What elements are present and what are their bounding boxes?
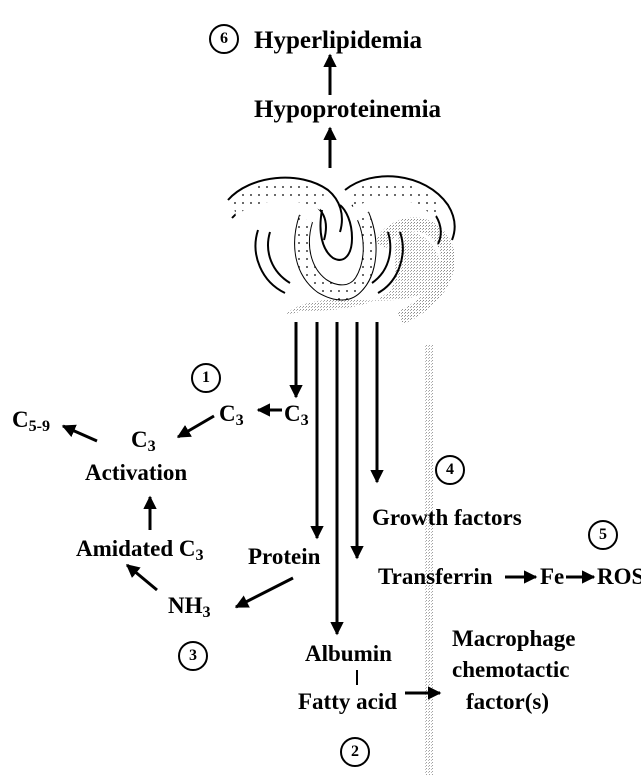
label-ros: ROS [597,565,641,588]
label-nh3: NH3 [168,594,211,617]
marker-6: 6 [209,24,239,54]
label-albumin: Albumin [305,642,392,665]
label-c3-activation-top: C3 [131,428,156,451]
label-amidated-c3: Amidated C3 [76,537,204,560]
label-transferrin: Transferrin [378,565,493,588]
label-fatty-acid: Fatty acid [298,690,397,713]
label-protein: Protein [248,545,320,568]
marker-4: 4 [435,455,465,485]
glomerulus-illustration [228,176,455,318]
arrow-nh3-to-amidated [127,565,157,590]
marker-5: 5 [588,520,618,550]
arrow-protein-to-nh3 [236,578,293,607]
marker-1: 1 [191,363,221,393]
label-chemotactic: chemotactic [452,658,570,681]
label-macrophage: Macrophage [452,627,576,650]
label-activation: Activation [85,461,187,484]
stippled-boundary [424,345,434,775]
label-hypoproteinemia: Hypoproteinemia [254,97,441,122]
label-c3-middle: C3 [219,402,244,425]
label-factors: factor(s) [466,690,549,713]
arrow-to-c59 [63,426,97,441]
label-growth-factors: Growth factors [372,506,522,529]
label-c3-filtered: C3 [284,402,309,425]
label-hyperlipidemia: Hyperlipidemia [254,28,422,53]
arrow-c3-to-activation [178,416,214,437]
label-c5-9: C5-9 [12,408,50,431]
label-fe: Fe [540,565,564,588]
marker-3: 3 [178,641,208,671]
marker-2: 2 [340,737,370,767]
